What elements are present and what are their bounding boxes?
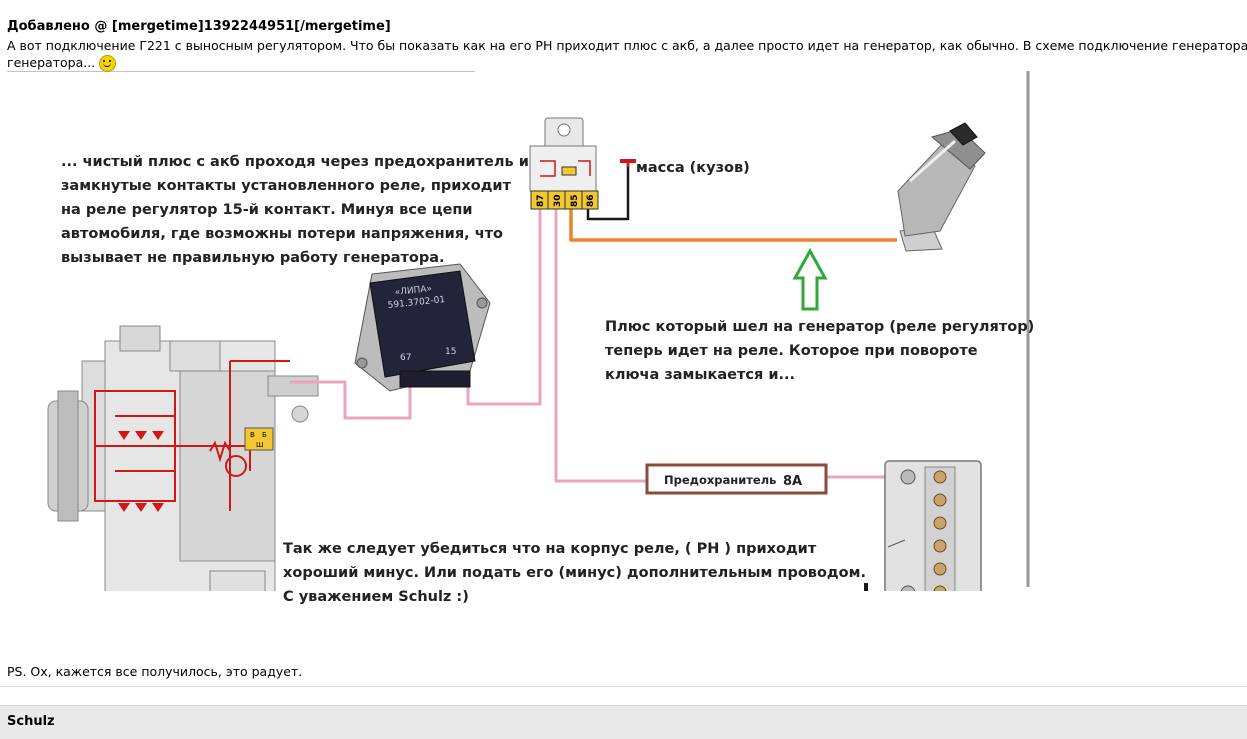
svg-text:«ЛИПА»: «ЛИПА» [394, 284, 432, 298]
annotation-right: Плюс который шел на генератор (реле регу… [605, 315, 1034, 387]
fuse-label: Предохранитель [664, 473, 776, 487]
generator: В Б Ш [47, 325, 319, 617]
battery [884, 460, 982, 614]
post-text-line2-wrap: генератора... [7, 54, 1247, 72]
relay: 87 30 85 86 [529, 117, 599, 210]
post-header: Добавлено @ [mergetime]1392244951[/merge… [7, 19, 391, 34]
voltage-regulator: «ЛИПА» 591.3702-01 67 15 [354, 263, 491, 392]
gen-terminal-label: В [250, 431, 255, 439]
author-name[interactable]: Schulz [7, 714, 55, 729]
post-separator [0, 686, 1247, 687]
relay-pin-87: 87 [536, 194, 546, 207]
annotation-top-line: автомобиля, где возможны потери напряжен… [61, 226, 504, 242]
relay-pin-30: 30 [553, 194, 563, 207]
diagram-canvas: В Б Ш [7, 70, 1030, 617]
fuse-rating: 8А [783, 474, 802, 489]
post-ps: PS. Ох, кажется все получилось, это раду… [7, 664, 303, 679]
post-text-line2: генератора... [7, 55, 96, 70]
ground-label: масса (кузов) [636, 160, 750, 176]
annotation-bottom: Так же следует убедиться что на корпус р… [283, 537, 866, 609]
smiley-icon [99, 55, 117, 72]
annotation-top-line: вызывает не правильную работу генератора… [61, 250, 445, 266]
regulator-pin-15: 15 [445, 347, 456, 357]
arrow-up-icon [792, 247, 828, 311]
ignition-switch [897, 122, 986, 252]
author-bar: Schulz [0, 705, 1247, 739]
annotation-right-line: теперь идет на реле. Которое при поворот… [605, 343, 978, 359]
annotation-bottom-line: хороший минус. Или подать его (минус) до… [283, 565, 866, 581]
annotation-bottom-line: С уважением Schulz :) [283, 589, 469, 605]
relay-pin-86: 86 [586, 194, 596, 207]
gen-terminal-label: Ш [256, 441, 264, 449]
relay-pin-85: 85 [570, 194, 580, 207]
regulator-pin-67: 67 [400, 353, 411, 363]
annotation-top-line: на реле регулятор 15-й контакт. Минуя вс… [61, 202, 473, 218]
gen-terminal-label: Б [262, 431, 267, 439]
generator-terminal-block [244, 427, 274, 451]
wiring-diagram: В Б Ш [0, 70, 1035, 617]
annotation-top-line: замкнутые контакты установленного реле, … [61, 178, 511, 194]
annotation-right-line: ключа замыкается и... [605, 367, 796, 383]
post-body: А вот подключение Г221 с выносным регуля… [7, 37, 1247, 72]
annotation-top: ... чистый плюс с акб проходя через пред… [61, 150, 529, 270]
annotation-bottom-line: Так же следует убедиться что на корпус р… [283, 541, 817, 557]
annotation-top-line: ... чистый плюс с акб проходя через пред… [61, 154, 529, 170]
annotation-right-line: Плюс который шел на генератор (реле регу… [605, 319, 1035, 335]
fuse: Предохранитель 8А [645, 463, 828, 495]
post-text-line1: А вот подключение Г221 с выносным регуля… [7, 38, 1247, 53]
